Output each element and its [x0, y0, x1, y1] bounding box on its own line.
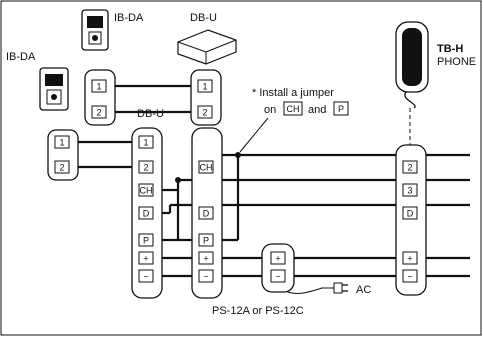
- svg-text:+: +: [143, 254, 148, 264]
- junction-dot: [235, 152, 241, 158]
- ac-plug-icon: [333, 282, 348, 294]
- svg-text:P: P: [143, 236, 149, 246]
- terminal-plus: +: [138, 251, 154, 265]
- terminal-plus: +: [270, 251, 286, 265]
- power-supply-label: PS-12A or PS-12C: [212, 305, 304, 317]
- svg-text:1: 1: [143, 138, 148, 148]
- ib-da-top-label: IB-DA: [114, 12, 144, 24]
- terminal-1: 1: [197, 79, 213, 93]
- terminal-d: D: [402, 206, 418, 220]
- jumper-note-line1: * Install a jumper: [252, 87, 334, 99]
- jumper-note-p: P: [338, 104, 344, 114]
- terminal-2: 2: [402, 160, 418, 174]
- svg-text:+: +: [407, 254, 412, 264]
- terminal-minus: −: [138, 269, 154, 283]
- terminal-2: 2: [54, 160, 70, 174]
- db-u-top-label: DB-U: [190, 12, 217, 24]
- terminal-2: 2: [91, 105, 107, 119]
- svg-text:−: −: [143, 272, 148, 282]
- jumper-note-ch-box: [283, 101, 303, 116]
- power-supply-terminal-strip: [261, 243, 295, 293]
- svg-text:1: 1: [59, 138, 64, 148]
- terminal-1: 1: [138, 135, 154, 149]
- terminal-3: 3: [402, 183, 418, 197]
- junction-dot: [175, 177, 181, 183]
- phone-handset-icon: [395, 21, 429, 109]
- terminal-2: 2: [197, 105, 213, 119]
- ib-da-top-unit-icon: [81, 9, 109, 51]
- terminal-minus: −: [402, 269, 418, 283]
- svg-text:3: 3: [407, 186, 412, 196]
- svg-text:2: 2: [96, 108, 101, 118]
- svg-text:D: D: [143, 209, 150, 219]
- svg-text:2: 2: [202, 108, 207, 118]
- svg-text:1: 1: [202, 82, 207, 92]
- terminal-minus: −: [198, 269, 214, 283]
- svg-text:+: +: [275, 254, 280, 264]
- terminal-d: D: [198, 206, 214, 220]
- terminal-p: P: [198, 233, 214, 247]
- phone-label: PHONE: [437, 56, 476, 68]
- svg-text:−: −: [275, 272, 280, 282]
- ib-da-left-unit-icon: [39, 67, 69, 111]
- svg-text:2: 2: [59, 163, 64, 173]
- ac-label: AC: [356, 284, 371, 296]
- terminal-minus: −: [270, 269, 286, 283]
- svg-text:+: +: [203, 254, 208, 264]
- jumper-note-on: on: [264, 104, 276, 116]
- terminal-ch: CH: [198, 160, 214, 174]
- terminal-d: D: [138, 206, 154, 220]
- terminal-1: 1: [54, 135, 70, 149]
- terminal-ch: CH: [138, 183, 154, 197]
- jumper-note-and: and: [308, 104, 326, 116]
- terminal-1: 1: [91, 79, 107, 93]
- svg-text:1: 1: [96, 82, 101, 92]
- terminal-2: 2: [138, 160, 154, 174]
- svg-text:−: −: [407, 272, 412, 282]
- jumper-note-p-box: [333, 101, 349, 116]
- svg-text:D: D: [203, 209, 210, 219]
- svg-text:CH: CH: [140, 186, 153, 196]
- terminal-p: P: [138, 233, 154, 247]
- ib-da-left-label: IB-DA: [6, 51, 36, 63]
- svg-text:CH: CH: [200, 163, 213, 173]
- db-u-mid-label: DB-U: [137, 108, 164, 120]
- jumper-pointer: [239, 117, 269, 153]
- svg-text:D: D: [407, 209, 414, 219]
- svg-text:−: −: [203, 272, 208, 282]
- tb-h-label: TB-H: [437, 43, 463, 55]
- terminal-plus: +: [198, 251, 214, 265]
- svg-text:P: P: [203, 236, 209, 246]
- db-u-box-icon: [177, 29, 237, 65]
- svg-text:2: 2: [407, 163, 412, 173]
- svg-text:2: 2: [143, 163, 148, 173]
- terminal-plus: +: [402, 251, 418, 265]
- jumper-note-ch: CH: [287, 104, 300, 114]
